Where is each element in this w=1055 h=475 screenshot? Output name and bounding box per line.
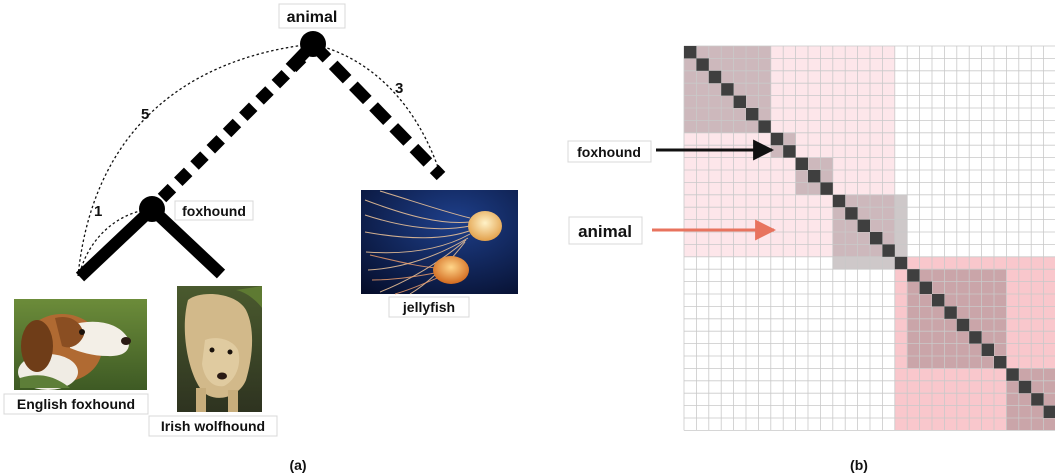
diagonal-cell [820,182,832,194]
distance-label-right: 3 [395,80,403,97]
animal-arrow-label: animal [578,222,632,241]
diagonal-cell [833,195,845,207]
jellyfish-label: jellyfish [402,299,455,315]
diagonal-cell [907,269,919,281]
diagonal-cell [734,96,746,108]
diagonal-cell [882,244,894,256]
diagonal-cell [1044,406,1055,418]
diagonal-cell [721,83,733,95]
diagonal-cell [758,120,770,132]
panel-a-caption: (a) [289,457,306,473]
tree-panel: 5 1 3 animal foxhound English foxhound [4,4,518,473]
diagonal-cell [858,220,870,232]
edge-root-to-inner-dashed [162,58,302,198]
diagonal-cell [957,319,969,331]
diagonal-cell [982,344,994,356]
diagonal-cell [709,71,721,83]
root-node [300,31,326,57]
matrix-panel: foxhound animal (b) [568,46,1055,473]
irish-wolfhound-label: Irish wolfhound [161,418,265,434]
diagonal-cell [684,46,696,58]
diagonal-cell [895,257,907,269]
inner-label: foxhound [182,203,246,219]
edge-root-to-jellyfish-dashed [313,44,441,176]
diagonal-cell [808,170,820,182]
diagonal-cell [920,282,932,294]
panel-b-caption: (b) [850,457,868,473]
distance-label-left: 5 [141,106,149,123]
irish-wolfhound-photo [177,286,262,412]
distance-label-inner: 1 [94,203,102,220]
diagonal-cell [771,133,783,145]
diagonal-cell [932,294,944,306]
diagonal-cell [969,331,981,343]
root-label: animal [287,9,338,26]
diagonal-cell [845,207,857,219]
diagonal-cell [1006,368,1018,380]
jellyfish-photo [361,190,518,294]
diagonal-cell [1019,381,1031,393]
diagonal-cell [994,356,1006,368]
english-foxhound-photo [14,299,147,390]
diagonal-cell [796,158,808,170]
diagonal-cell [746,108,758,120]
foxhound-arrow-label: foxhound [577,144,641,160]
diagonal-cell [696,58,708,70]
edge-inner-to-english-foxhound [80,209,152,277]
diagonal-cell [1031,393,1043,405]
english-foxhound-label: English foxhound [17,396,135,412]
jellyfish-bell-small [433,256,469,284]
inner-node [139,196,165,222]
jellyfish-bell-large [468,211,502,241]
diagonal-cell [944,306,956,318]
diagonal-cell [870,232,882,244]
diagonal-cell [783,145,795,157]
